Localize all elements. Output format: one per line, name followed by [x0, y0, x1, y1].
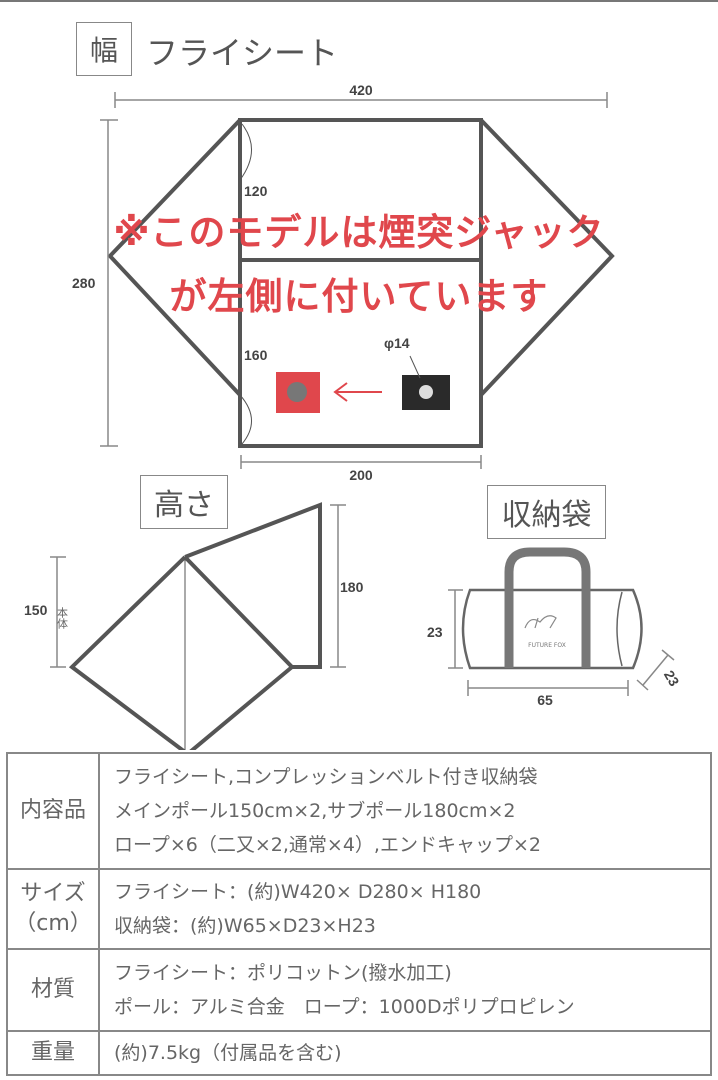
spec-line: ポール：アルミ合金 ロープ：1000Dポリプロピレン — [114, 996, 575, 1018]
spec-line: メインポール150cm×2,サブポール180cm×2 — [114, 800, 516, 822]
fox-logo-icon — [524, 615, 557, 629]
storage-bag — [448, 547, 675, 696]
row-header: 内容品 — [6, 752, 100, 870]
row-header: 材質 — [6, 948, 100, 1032]
right-wing — [479, 118, 615, 397]
row-value: フライシート,コンプレッションベルト付き収納袋 メインポール150cm×2,サブ… — [98, 752, 712, 870]
flysheet-plan — [100, 92, 615, 469]
notice-line-1: ※このモデルは煙突ジャック — [113, 211, 605, 254]
left-wing — [107, 118, 242, 397]
height-label-box: 高さ — [140, 475, 228, 529]
table-row: 重量 (約)7.5kg（付属品を含む) — [6, 1030, 712, 1076]
side-view — [50, 502, 346, 750]
dim-sub-pole: 180 — [340, 579, 364, 595]
chimney-size: φ14 — [384, 335, 410, 351]
row-header: 重量 — [6, 1030, 100, 1076]
dim-main-pole: 150 — [24, 602, 48, 618]
table-row: 材質 フライシート：ポリコットン(撥水加工) ポール：アルミ合金 ロープ：100… — [6, 948, 712, 1032]
row-value: フライシート：(約)W420× D280× H180 収納袋：(約)W65×D2… — [98, 868, 712, 950]
spec-table: 内容品 フライシート,コンプレッションベルト付き収納袋 メインポール150cm×… — [6, 752, 712, 1076]
diagrams: 420 280 120 160 200 φ14 150 本体 180 — [24, 82, 683, 750]
row-value: フライシート：ポリコットン(撥水加工) ポール：アルミ合金 ロープ：1000Dポ… — [98, 948, 712, 1032]
spec-line: フライシート：(約)W420× D280× H180 — [114, 881, 482, 903]
row-value: (約)7.5kg（付属品を含む) — [98, 1030, 712, 1076]
dim-width: 420 — [349, 82, 373, 98]
width-label-box: 幅 — [76, 22, 132, 76]
spec-line: フライシート：ポリコットン(撥水加工) — [114, 962, 452, 984]
spec-line: 収納袋：(約)W65×D23×H23 — [114, 915, 376, 937]
dim-depth: 280 — [72, 275, 96, 291]
spec-line: (約)7.5kg（付属品を含む) — [114, 1042, 342, 1064]
table-row: 内容品 フライシート,コンプレッションベルト付き収納袋 メインポール150cm×… — [6, 752, 712, 870]
top-border — [0, 0, 718, 2]
arc-lower — [239, 394, 252, 445]
notice-line-2: が左側に付いています — [169, 275, 549, 318]
arc-upper — [239, 123, 252, 181]
bag-label-box: 収納袋 — [487, 485, 606, 539]
flysheet-title: フライシート — [146, 34, 339, 72]
dim-inner-width: 200 — [349, 467, 373, 483]
table-row: サイズ（cm） フライシート：(約)W420× D280× H180 収納袋：(… — [6, 868, 712, 950]
bag-logo-text: FUTURE FOX — [528, 642, 566, 649]
flysheet-body — [238, 118, 483, 448]
dim-lower: 160 — [244, 347, 268, 363]
chimney-hole-icon — [419, 385, 433, 399]
row-header: サイズ（cm） — [6, 868, 100, 950]
bag-dim-depth: 23 — [661, 667, 683, 689]
chimney-hole-icon — [287, 382, 307, 402]
bag-dim-width: 65 — [537, 692, 553, 708]
dim-lines — [100, 92, 608, 469]
arrow-head — [333, 382, 348, 402]
dim-upper: 120 — [244, 183, 268, 199]
main-body-label: 本体 — [56, 606, 69, 629]
bag-dim-height: 23 — [427, 624, 443, 640]
spec-line: フライシート,コンプレッションベルト付き収納袋 — [114, 766, 538, 788]
spec-line: ロープ×6（二又×2,通常×4）,エンドキャップ×2 — [114, 834, 541, 856]
